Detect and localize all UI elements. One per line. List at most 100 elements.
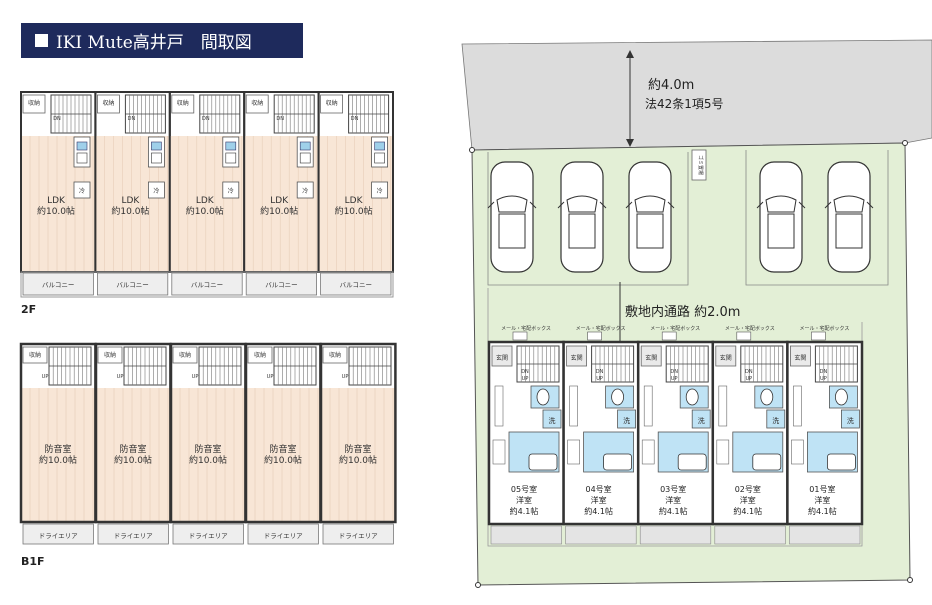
ldk-planks — [178, 136, 243, 272]
closet-box — [716, 439, 730, 465]
dry-area-label: ドライエリア — [114, 532, 153, 540]
car-roof — [568, 213, 596, 249]
stairs-1f — [516, 345, 560, 383]
storage-box — [22, 346, 48, 364]
path-label: 敷地内通路 約2.0m — [625, 304, 740, 320]
car-mirror — [599, 201, 607, 209]
bathtub-icon — [528, 453, 558, 471]
car-roof — [767, 213, 795, 249]
soundproof-floor — [21, 388, 96, 522]
wash-label: 洗 — [847, 416, 854, 425]
up-label: UP — [192, 374, 199, 380]
soundproof-area-label: 約10.0帖 — [189, 454, 227, 466]
corner-marker-icon — [475, 582, 481, 588]
car-mirror — [487, 201, 495, 209]
page-title: IKI Mute高井戸 間取図 — [21, 23, 303, 58]
entrance-label: 玄関 — [794, 354, 806, 362]
balcony-box — [97, 272, 169, 296]
ldk-label: LDK — [121, 196, 140, 206]
fridge-box — [222, 181, 240, 199]
car-mirror — [557, 201, 565, 209]
corner-marker-icon — [907, 577, 913, 583]
soundproof-label: 防音室 — [269, 443, 296, 455]
mailbox-icon — [736, 331, 752, 341]
toilet-icon — [685, 388, 699, 406]
soundproof-label: 防音室 — [344, 443, 371, 455]
dn-label: DN — [53, 116, 61, 122]
room-area-label: 約4.1帖 — [584, 506, 613, 516]
car-mirror — [625, 201, 633, 209]
entrance-box — [566, 345, 587, 367]
page-title-text: IKI Mute高井戸 間取図 — [56, 33, 252, 53]
mailbox-label: メール・宅配ボックス — [725, 325, 775, 332]
stairs-b1f — [273, 346, 317, 386]
sink-icon — [374, 141, 385, 151]
room-type-label: 洋室 — [814, 495, 830, 505]
stairs-b1f — [198, 346, 242, 386]
unit-number-label: 03号室 — [660, 484, 686, 494]
shelf-box — [494, 385, 504, 427]
shelf-box — [569, 385, 578, 427]
arrow-head-icon — [626, 139, 634, 147]
wash-label: 洗 — [698, 416, 705, 425]
dry-area-strip — [565, 525, 637, 545]
car-roof — [636, 213, 664, 249]
balcony-label: バルコニー — [116, 281, 148, 289]
dry-area-label: ドライエリア — [189, 532, 228, 540]
stove-icon — [76, 152, 88, 164]
bathtub-icon — [677, 453, 707, 471]
storage-box — [320, 94, 344, 114]
stairs-b1f — [48, 346, 92, 386]
mailbox-icon — [587, 331, 602, 341]
ldk-area-label: 約10.0帖 — [111, 205, 149, 217]
up-label: UP — [267, 374, 274, 380]
soundproof-label: 防音室 — [119, 443, 146, 455]
toilet-icon — [536, 388, 550, 406]
room-area-label: 約4.1帖 — [659, 506, 688, 516]
soundproof-area-label: 約10.0帖 — [264, 454, 302, 466]
entrance-label: 玄関 — [720, 354, 732, 362]
soundproof-planks — [104, 388, 169, 522]
stove-icon — [151, 152, 162, 164]
car-roof — [835, 213, 863, 249]
soundproof-planks — [29, 388, 94, 522]
dry-area-strip — [789, 525, 861, 545]
mailbox-icon — [661, 331, 677, 341]
stove-icon — [299, 152, 311, 164]
car-windshield — [634, 195, 666, 213]
entrance-box — [491, 345, 513, 367]
mailbox-label: メール・宅配ボックス — [576, 325, 626, 332]
mailbox-label: メール・宅配ボックス — [501, 325, 551, 332]
balcony-label: バルコニー — [42, 281, 74, 289]
storage-label: 収納 — [102, 99, 114, 107]
room-type-label: 洋室 — [591, 495, 607, 505]
car-icon — [487, 161, 537, 273]
car-body — [759, 161, 803, 273]
road-law-label: 法42条1項5号 — [645, 97, 724, 111]
car-windshield — [833, 195, 865, 213]
ldk-planks — [29, 136, 94, 272]
closet-box — [567, 439, 580, 465]
dry-area-box — [97, 523, 169, 545]
unit-number-label: 05号室 — [511, 484, 537, 494]
storage-label: 収納 — [28, 99, 40, 107]
stairs-1f — [591, 345, 635, 383]
washroom-box — [691, 409, 711, 429]
dry-area-label: ドライエリア — [39, 532, 78, 540]
car-body — [628, 161, 672, 273]
soundproof-floor — [171, 388, 246, 522]
stairs-1f — [665, 345, 709, 383]
dn-label: DN — [521, 369, 529, 375]
stairs-b1f — [348, 346, 392, 386]
stove-icon — [374, 152, 385, 164]
fridge-box — [73, 181, 91, 199]
soundproof-area-label: 約10.0帖 — [114, 454, 152, 466]
car-icon — [625, 161, 675, 273]
up-label: UP — [820, 376, 827, 382]
storage-box — [22, 94, 46, 114]
toilet-icon — [760, 388, 774, 406]
car-body — [827, 161, 871, 273]
balcony-box — [22, 272, 94, 296]
fridge-label: 冷 — [79, 187, 85, 195]
